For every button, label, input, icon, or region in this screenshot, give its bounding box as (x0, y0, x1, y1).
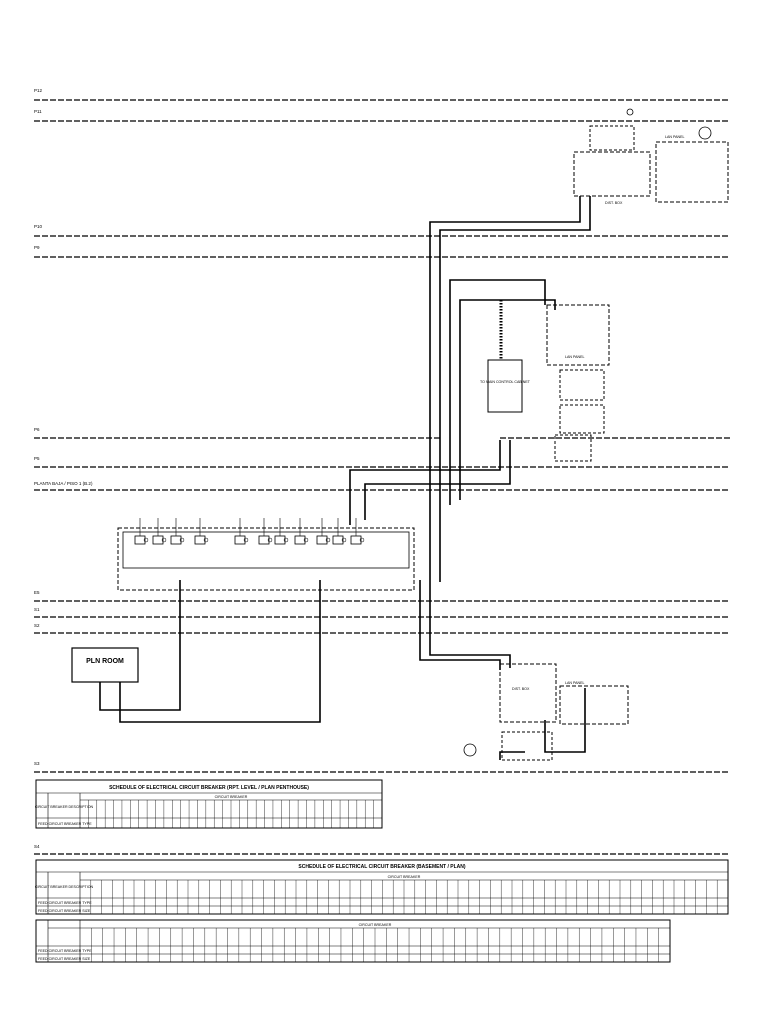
pln-room: PLN ROOM (71, 647, 139, 683)
breaker-10 (332, 518, 347, 545)
main-distribution-board (117, 527, 415, 591)
breaker-9 (316, 518, 331, 545)
top-right-dist-label: DIST. BOX (605, 201, 623, 205)
breaker-5 (234, 518, 249, 545)
top-right-panel (573, 108, 729, 203)
table-3-columns (91, 928, 659, 962)
table-2-columns (90, 880, 718, 914)
breaker-4 (194, 518, 209, 545)
mid-right-lan-label: LAN PANEL (565, 355, 585, 359)
pln-room-label: PLN ROOM (86, 658, 124, 665)
level-label-ground: PLANTA BAJA / PISO 1 (B.2) (34, 481, 93, 486)
level-label-s4: S4 (34, 844, 40, 849)
breaker-2 (152, 518, 167, 545)
table-2-group-header: CIRCUIT BREAKER (388, 875, 421, 879)
level-lines (34, 99, 730, 855)
breaker-1 (134, 518, 149, 545)
bottom-right-lan-label: LAN PANEL (565, 681, 585, 685)
bottom-right-dist-label: DIST. BOX (512, 687, 530, 691)
mid-right-panels (546, 304, 610, 462)
table-3-row-1: FEED CIRCUIT BREAKER SIZE (38, 957, 91, 961)
level-label-l9: P9 (34, 245, 40, 250)
level-label-e: E5 (34, 590, 40, 595)
cabinet-label: TO MAIN CONTROL CABINET (480, 380, 531, 384)
table-3-group-header: CIRCUIT BREAKER (359, 923, 392, 927)
table-2-title: SCHEDULE OF ELECTRICAL CIRCUIT BREAKER (… (298, 864, 465, 870)
riser-wires (99, 196, 591, 760)
top-right-lan-label: LAN PANEL (665, 135, 685, 139)
level-label-l5: P5 (34, 456, 40, 461)
table-2-row-0: FEED CIRCUIT BREAKER TYPE (38, 901, 92, 905)
schedule-table-1: SCHEDULE OF ELECTRICAL CIRCUIT BREAKER (… (35, 779, 383, 829)
level-label-s2: S2 (34, 623, 40, 628)
schedule-table-2: SCHEDULE OF ELECTRICAL CIRCUIT BREAKER (… (35, 859, 729, 915)
table-1-group-header: CIRCUIT BREAKER (215, 795, 248, 799)
level-label-l11: P11 (34, 109, 42, 114)
breaker-3 (170, 518, 185, 545)
bottom-right-panels (463, 663, 629, 761)
level-label-l6: P6 (34, 427, 40, 432)
table-1-columns (88, 800, 374, 828)
control-cabinet: TO MAIN CONTROL CABINET (480, 300, 531, 413)
level-label-l10: P10 (34, 224, 43, 229)
level-labels: P12 P11 P10 P9 P6 P5 PLANTA BAJA / PISO … (34, 88, 93, 849)
table-1-title: SCHEDULE OF ELECTRICAL CIRCUIT BREAKER (… (109, 785, 309, 791)
breaker-row (134, 518, 365, 545)
level-label-l12: P12 (34, 88, 43, 93)
breaker-7 (274, 518, 289, 545)
level-label-s3: S3 (34, 761, 40, 766)
schedule-table-3: CIRCUIT BREAKER FEED CIRCUIT BREAKER TYP… (35, 919, 671, 963)
table-3-row-0: FEED CIRCUIT BREAKER TYPE (38, 949, 92, 953)
table-2-row-1: FEED CIRCUIT BREAKER SIZE (38, 909, 91, 913)
table-1-row-header: CIRCUIT BREAKER DESCRIPTION (35, 805, 94, 809)
table-2-row-header: CIRCUIT BREAKER DESCRIPTION (35, 885, 94, 889)
table-1-row-0: FEED CIRCUIT BREAKER TYPE (38, 822, 92, 826)
level-label-s1: S1 (34, 607, 40, 612)
breaker-11 (350, 518, 365, 545)
breaker-8 (294, 518, 309, 545)
breaker-6 (258, 518, 273, 545)
